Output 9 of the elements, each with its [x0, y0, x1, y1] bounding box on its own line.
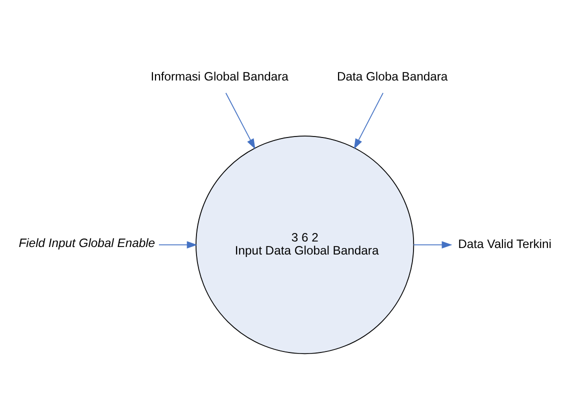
arrow: [225, 92, 256, 150]
node-text: Informasi Global Bandara: [150, 69, 288, 84]
arrow: [158, 241, 198, 248]
node-text: Field Input Global Enable: [18, 236, 156, 250]
node-text: Data Globa Bandara: [336, 69, 448, 84]
node-text: Data Valid Terkini: [458, 237, 552, 252]
arrow: [413, 241, 452, 248]
node-circle: 3 6 2 Input Data Global Bandara: [196, 136, 414, 354]
arrow: [354, 92, 384, 150]
